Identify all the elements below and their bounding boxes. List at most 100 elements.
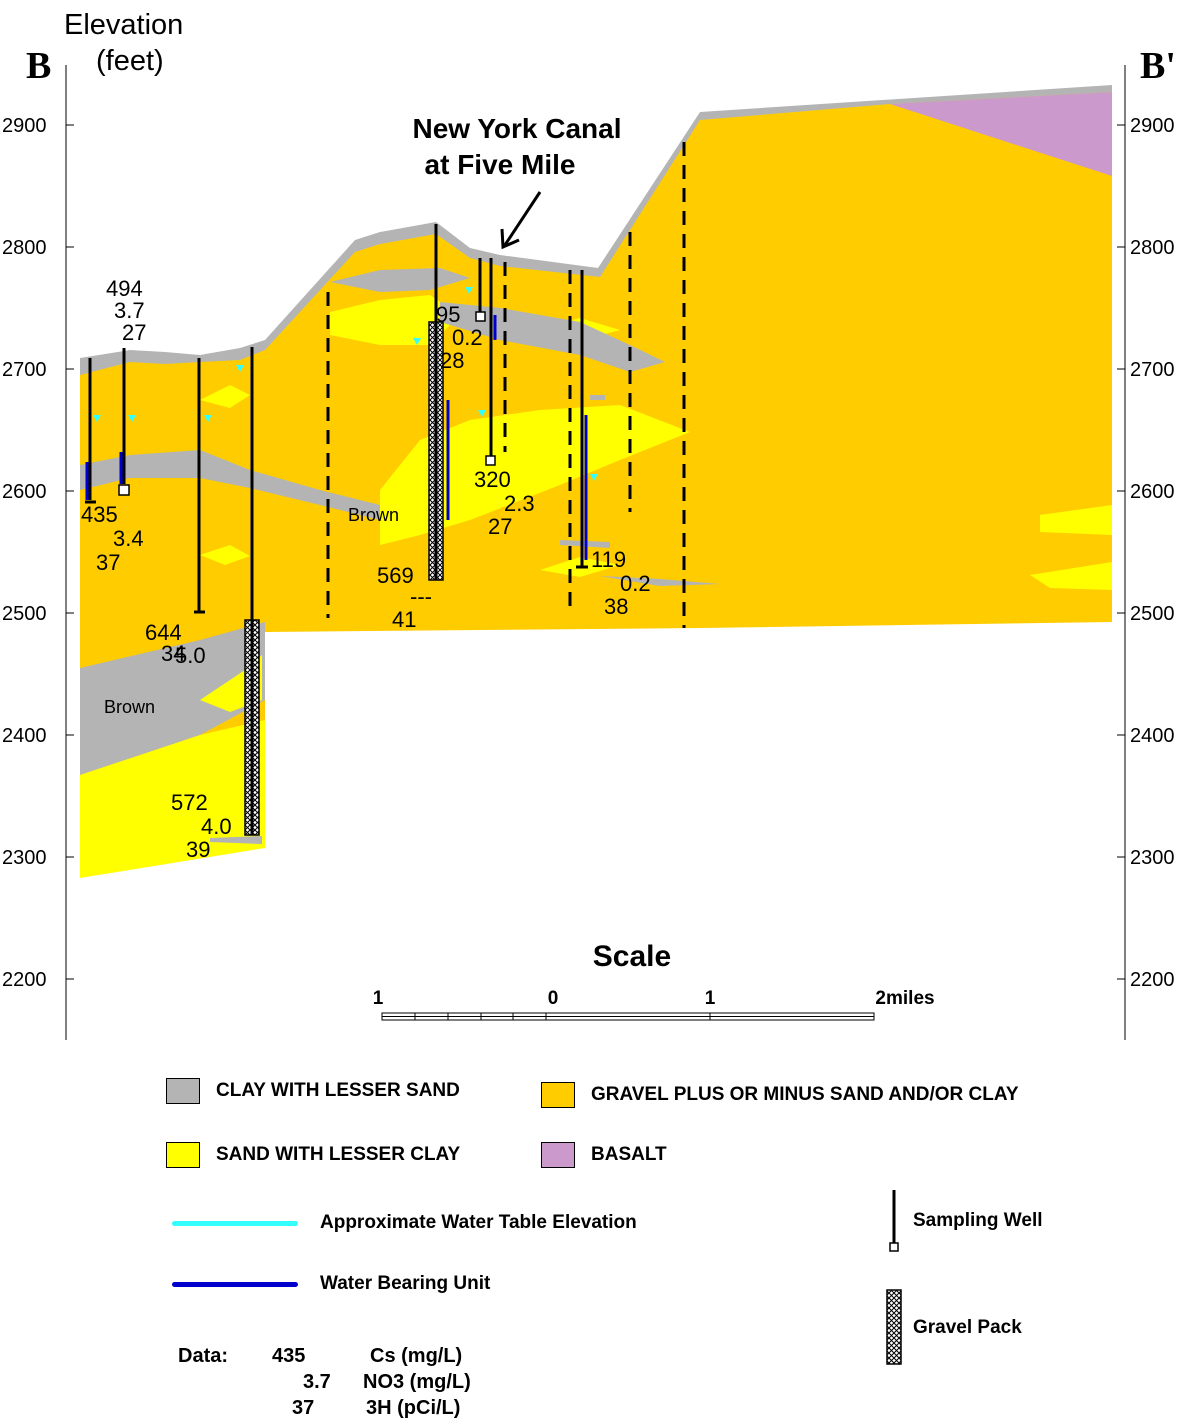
clay-unit	[600, 576, 720, 586]
sand-unit	[330, 295, 460, 345]
well-3h-value: 27	[122, 320, 146, 345]
clay-unit	[590, 395, 605, 400]
legend-label: Sampling Well	[913, 1210, 1043, 1231]
well-no3-value: 4.0	[201, 814, 232, 839]
well-no3-value: 5.0	[175, 643, 206, 668]
water-table-icon	[590, 474, 598, 481]
legend-sampling-well: Sampling Well	[913, 1210, 1043, 1232]
well-3h-value: 37	[96, 550, 120, 575]
gravel-unit	[80, 88, 1112, 875]
legend-label: Water Bearing Unit	[320, 1273, 491, 1294]
well-cs-value: 644	[145, 620, 182, 645]
well-bottom-marker	[475, 311, 486, 322]
sampling-wells	[88, 224, 584, 835]
legend-label: CLAY WITH LESSER SAND	[216, 1080, 460, 1101]
axis-title-unit: (feet)	[96, 45, 164, 77]
tick-label: 2900	[1130, 115, 1175, 137]
well-3h-value: 39	[186, 837, 210, 862]
basalt-swatch	[541, 1142, 575, 1168]
clay-swatch	[166, 1078, 200, 1104]
sampling-well-icon	[889, 1190, 899, 1252]
scale-label: 1	[705, 988, 716, 1009]
well-no3-value: 3.4	[113, 526, 144, 551]
legend-water-bearing: Water Bearing Unit	[172, 1273, 490, 1295]
well-3h-value: 28	[440, 348, 464, 373]
unit-label: Brown	[104, 697, 155, 717]
water-table-symbols	[93, 287, 598, 481]
sand-unit	[380, 405, 690, 545]
tick-label: 2200	[1130, 969, 1175, 991]
data-key-value: 435	[272, 1345, 306, 1367]
unit-label: Brown	[348, 505, 399, 525]
canal-label-sub: at Five Mile	[425, 149, 576, 180]
clay-unit	[80, 450, 440, 525]
well-cs-value: 119	[591, 547, 626, 572]
legend-clay: CLAY WITH LESSER SAND	[166, 1078, 460, 1104]
well-3h-value: 41	[392, 607, 416, 632]
left-tick-labels: 2900 2800 2700 2600 2500 2400 2300 2200	[2, 115, 47, 991]
well-cs-value: 95	[436, 302, 460, 327]
legend-label: SAND WITH LESSER CLAY	[216, 1144, 461, 1165]
scale-label: 1	[373, 988, 384, 1009]
well-no3-value: 2.3	[504, 491, 535, 516]
well-no3-value: 0.2	[620, 571, 651, 596]
legend-label: GRAVEL PLUS OR MINUS SAND AND/OR CLAY	[591, 1084, 1019, 1105]
cross-section-diagram: 2900 2800 2700 2600 2500 2400 2300 2200 …	[2, 9, 1176, 1040]
well-bottom-marker	[485, 455, 496, 466]
tick-label: 2800	[2, 237, 47, 259]
canal-label: New York Canal	[412, 113, 621, 144]
tick-label: 2400	[2, 725, 47, 747]
tick-label: 2800	[1130, 237, 1175, 259]
basalt-unit	[890, 92, 1112, 176]
tick-label: 2600	[2, 481, 47, 503]
water-table-icon	[478, 410, 486, 417]
well-cs-value: 572	[171, 790, 208, 815]
legend-label: Approximate Water Table Elevation	[320, 1212, 637, 1233]
well-no3-value: 0.2	[452, 325, 483, 350]
canal-arrow	[500, 191, 542, 250]
scale-title: Scale	[593, 940, 671, 973]
clay-unit	[80, 622, 265, 775]
right-tick-labels: 2900 2800 2700 2600 2500 2400 2300 2200	[1130, 115, 1175, 991]
geology-units	[80, 85, 1112, 878]
data-key-param: Cs (mg/L)	[370, 1345, 463, 1367]
data-key-value: 37	[292, 1397, 315, 1419]
section-start-label: B	[26, 45, 51, 87]
legend-gravel-pack: Gravel Pack	[913, 1317, 1022, 1339]
projected-lines	[326, 142, 686, 628]
water-table-icon	[128, 415, 136, 422]
gravel-swatch	[541, 1082, 575, 1108]
legend-label: BASALT	[591, 1144, 667, 1165]
scale-label: 2miles	[875, 988, 934, 1009]
section-end-label: B'	[1140, 45, 1176, 87]
well-3h-value-2: 34	[161, 641, 185, 666]
sand-unit	[200, 385, 250, 408]
water-table-icon	[413, 338, 421, 345]
well-cs-value: 569	[377, 563, 414, 588]
water-table-icon	[204, 415, 212, 422]
legend-water-table: Approximate Water Table Elevation	[172, 1212, 637, 1234]
scale-label: 0	[548, 988, 559, 1009]
data-key-value: 3.7	[303, 1371, 331, 1393]
legend-basalt: BASALT	[541, 1142, 667, 1168]
legend-label: Gravel Pack	[913, 1317, 1022, 1338]
legend-gravel: GRAVEL PLUS OR MINUS SAND AND/OR CLAY	[541, 1082, 1019, 1108]
sand-unit	[200, 545, 250, 565]
tick-label: 2700	[1130, 359, 1175, 381]
axis-title: Elevation	[64, 9, 183, 41]
tick-label: 2500	[2, 603, 47, 625]
sand-unit	[1040, 505, 1112, 535]
well-data-labels: 494 3.7 27 435 3.4 37 644 5.0 34 572 4.0…	[81, 276, 651, 862]
tick-label: 2500	[1130, 603, 1175, 625]
data-key-title: Data:	[178, 1345, 229, 1367]
well-no3-value: ---	[410, 584, 432, 609]
gravel-pack-icon	[886, 1289, 902, 1365]
sand-unit	[1030, 562, 1112, 590]
water-bearing-line-icon	[172, 1281, 298, 1287]
sand-swatch	[166, 1142, 200, 1168]
data-key-param: NO3 (mg/L)	[363, 1371, 471, 1393]
water-table-icon	[465, 287, 473, 294]
legend-sand: SAND WITH LESSER CLAY	[166, 1142, 460, 1168]
tick-label: 2600	[1130, 481, 1175, 503]
well-cs-value: 494	[106, 276, 143, 301]
